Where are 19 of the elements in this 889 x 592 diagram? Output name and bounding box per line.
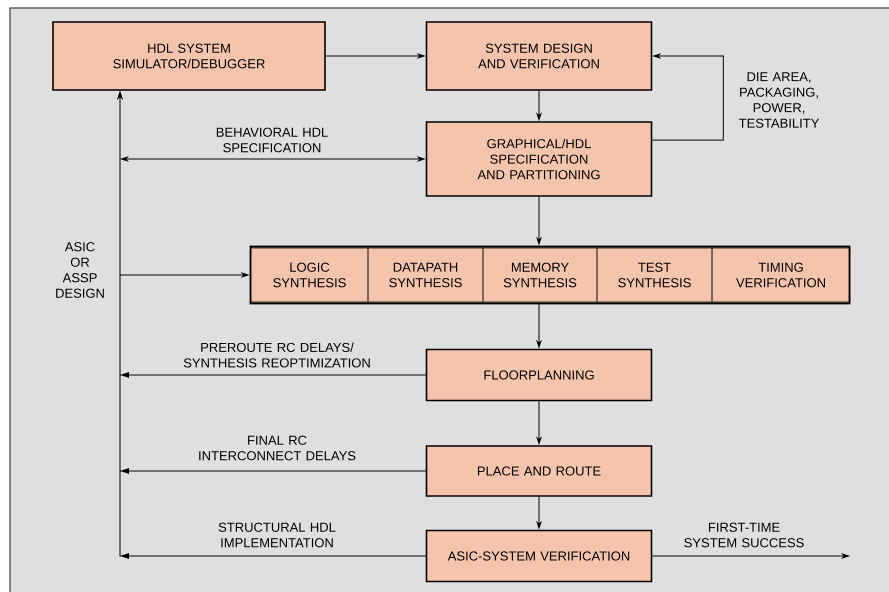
process-box: TIMING VERIFICATION bbox=[712, 248, 850, 302]
process-box: ASIC-SYSTEM VERIFICATION bbox=[426, 530, 652, 582]
process-box: TEST SYNTHESIS bbox=[596, 248, 712, 302]
edge-label: BEHAVIORAL HDL SPECIFICATION bbox=[216, 128, 328, 152]
process-box: FLOORPLANNING bbox=[426, 348, 652, 402]
process-box: PLACE AND ROUTE bbox=[426, 445, 652, 497]
process-box: MEMORY SYNTHESIS bbox=[482, 248, 598, 302]
process-box: SYSTEM DESIGN AND VERIFICATION bbox=[426, 21, 652, 91]
edge-label: STRUCTURAL HDL IMPLEMENTATION bbox=[218, 522, 336, 548]
process-band bbox=[250, 246, 850, 304]
process-box: LOGIC SYNTHESIS bbox=[250, 248, 368, 302]
process-box: DATAPATH SYNTHESIS bbox=[368, 248, 484, 302]
edge-label: PREROUTE RC DELAYS/ SYNTHESIS REOPTIMIZATION bbox=[184, 342, 370, 368]
edge-label: ASIC OR ASSP DESIGN bbox=[56, 242, 104, 298]
process-box: GRAPHICAL/HDL SPECIFICATION AND PARTITIONING bbox=[426, 121, 652, 197]
edge-label: FINAL RC INTERCONNECT DELAYS bbox=[199, 436, 356, 460]
edge-label: DIE AREA, PACKAGING, POWER, TESTABILITY bbox=[738, 72, 820, 128]
process-box: HDL SYSTEM SIMULATOR/DEBUGGER bbox=[52, 21, 326, 91]
edge-label: FIRST-TIME SYSTEM SUCCESS bbox=[684, 522, 804, 548]
